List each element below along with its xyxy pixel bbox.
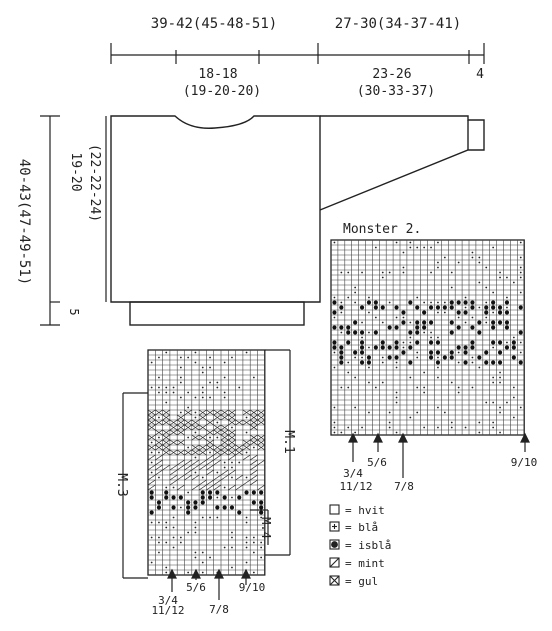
monster2-chart-grid: [330, 239, 525, 436]
legend-item-bla: = blå: [329, 521, 378, 534]
legend-label-isbla: = isblå: [345, 539, 391, 552]
right-label-9-10: 9/10: [511, 456, 538, 469]
dim-mid-left-1: 18-18: [198, 67, 237, 82]
legend-item-isbla: = isblå: [329, 539, 391, 552]
left-label-9-10: 9/10: [239, 581, 266, 594]
left-dimension-lines: [40, 115, 107, 326]
monster2-title: Monster 2.: [343, 222, 421, 237]
sweater-outline: [110, 115, 485, 326]
left-label-5-6: 5/6: [186, 581, 206, 594]
legend-label-gul: = gul: [345, 575, 378, 588]
right-label-5-6: 5/6: [367, 456, 387, 469]
top-dimension-line: [110, 43, 485, 64]
legend: = hvit = blå = isblå = mint = gul: [329, 504, 391, 588]
label-m3: M.3: [114, 473, 129, 496]
dim-hem: 5: [67, 308, 81, 315]
left-label-7-8: 7/8: [209, 603, 229, 616]
label-m1: M.1: [281, 430, 296, 453]
dim-top-right: 27-30(34-37-41): [335, 16, 461, 32]
dim-mid-right-2: (30-33-37): [357, 84, 435, 99]
left-chart-arrows: [167, 568, 251, 600]
left-chart-grid: [147, 349, 266, 576]
legend-label-bla: = blå: [345, 521, 378, 534]
legend-label-hvit: = hvit: [345, 504, 385, 517]
right-label-7-8: 7/8: [394, 480, 414, 493]
left-label-3-4: 3/4: [158, 594, 178, 607]
dim-height-upper-1: 19-20: [68, 152, 83, 191]
dim-height-total: 40-43(47-49-51): [16, 159, 32, 285]
legend-item-gul: = gul: [329, 575, 378, 588]
label-m4: M.4: [259, 517, 273, 539]
dim-mid-left-2: (19-20-20): [183, 84, 261, 99]
left-label-11-12: 11/12: [151, 604, 184, 617]
left-chart-brackets: [122, 349, 291, 579]
dim-mid-right-1: 23-26: [372, 67, 411, 82]
right-chart-arrows: [348, 432, 530, 478]
legend-item-mint: = mint: [329, 557, 385, 570]
dim-cuff: 4: [476, 67, 484, 82]
right-label-3-4: 3/4: [343, 467, 363, 480]
dim-top-left: 39-42(45-48-51): [151, 16, 277, 32]
dim-height-upper-2: (22-22-24): [87, 144, 102, 222]
legend-label-mint: = mint: [345, 557, 385, 570]
right-label-11-12: 11/12: [339, 480, 372, 493]
legend-item-hvit: = hvit: [329, 504, 385, 517]
